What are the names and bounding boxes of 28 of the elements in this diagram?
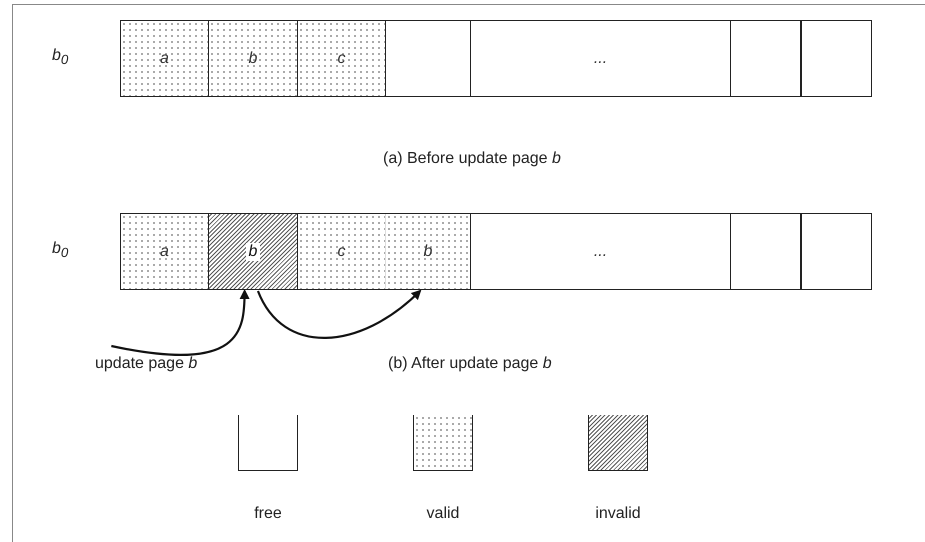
page-letter: a [160, 242, 169, 260]
caption: (b) After update page b [388, 355, 552, 373]
block-label: b$_{0}$ [52, 47, 68, 68]
page-letter: c [338, 242, 346, 260]
valid-page [121, 21, 209, 96]
valid-page [386, 214, 471, 289]
legend-label: valid [426, 505, 460, 523]
page-letter: b [246, 242, 260, 260]
valid-page [298, 214, 386, 289]
memory-block [120, 213, 872, 290]
curved-arrow [256, 290, 422, 339]
caption: (a) Before update page b [383, 150, 561, 168]
page-letter: b [248, 50, 258, 68]
page-letter: c [338, 50, 346, 68]
page-letter: b [424, 242, 432, 260]
block-label: b$_{0}$ [52, 240, 68, 260]
invalid-page [209, 214, 298, 289]
page-letter: ... [594, 242, 608, 260]
legend-label: free [253, 505, 283, 523]
page-letter: a [160, 50, 169, 68]
legend-label: invalid [594, 505, 642, 523]
annotation-text: update page b [95, 355, 198, 373]
valid-page [298, 21, 386, 96]
valid-page [209, 21, 298, 96]
page-letter: ... [594, 50, 608, 68]
memory-block [120, 20, 872, 97]
valid-page [121, 214, 209, 289]
curved-arrow [111, 289, 250, 356]
